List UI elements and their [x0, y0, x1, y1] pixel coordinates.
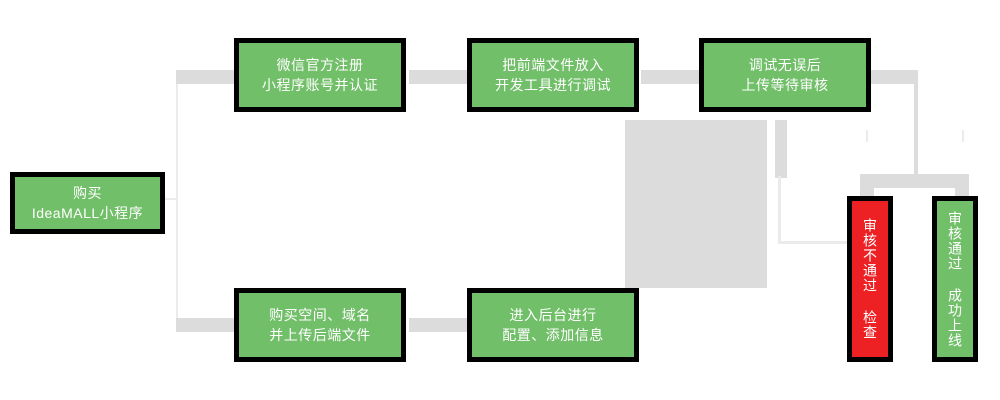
connector-wechat-to-frontend — [409, 70, 467, 84]
connector-review-failed-vertical — [778, 176, 781, 244]
node-buy-space-domain-label: 购买空间、域名 并上传后端文件 — [269, 306, 371, 343]
node-frontend-debug-label: 把前端文件放入 开发工具进行调试 — [495, 56, 611, 93]
connector-space-to-backend — [409, 318, 467, 332]
connector-split-bar — [870, 174, 967, 188]
node-upload-review-label: 调试无误后 上传等待审核 — [741, 56, 829, 93]
node-review-passed[interactable]: 审核通过 成功上线 — [932, 196, 978, 362]
connector-review-failed-horizontal — [778, 241, 850, 244]
node-buy-ideamall[interactable]: 购买 IdeaMALL小程序 — [10, 172, 165, 234]
node-frontend-debug[interactable]: 把前端文件放入 开发工具进行调试 — [467, 38, 639, 112]
connector-to-buy-space-domain — [176, 318, 234, 332]
connector-tick-right — [962, 130, 964, 142]
node-review-failed[interactable]: 审核不通过 检查 — [847, 196, 893, 362]
node-upload-review[interactable]: 调试无误后 上传等待审核 — [699, 38, 871, 112]
connector-frontend-to-upload — [641, 70, 699, 84]
connector-to-wechat-register — [176, 70, 234, 84]
node-review-passed-label: 审核通过 成功上线 — [947, 210, 964, 348]
connector-review-branch-stub — [775, 120, 787, 178]
backdrop-panel — [625, 120, 767, 288]
node-wechat-register[interactable]: 微信官方注册 小程序账号并认证 — [234, 38, 406, 112]
node-review-failed-label: 审核不通过 检查 — [862, 218, 879, 340]
node-buy-ideamall-label: 购买 IdeaMALL小程序 — [31, 184, 144, 221]
node-wechat-register-label: 微信官方注册 小程序账号并认证 — [262, 56, 378, 93]
connector-upload-down — [914, 70, 918, 175]
node-buy-space-domain[interactable]: 购买空间、域名 并上传后端文件 — [234, 288, 406, 362]
connector-tick-left — [866, 130, 868, 142]
node-backend-config-label: 进入后台进行 配置、添加信息 — [502, 306, 604, 343]
connector-start-stub — [158, 198, 178, 200]
node-backend-config[interactable]: 进入后台进行 配置、添加信息 — [467, 288, 639, 362]
connector-upload-right — [869, 70, 915, 84]
